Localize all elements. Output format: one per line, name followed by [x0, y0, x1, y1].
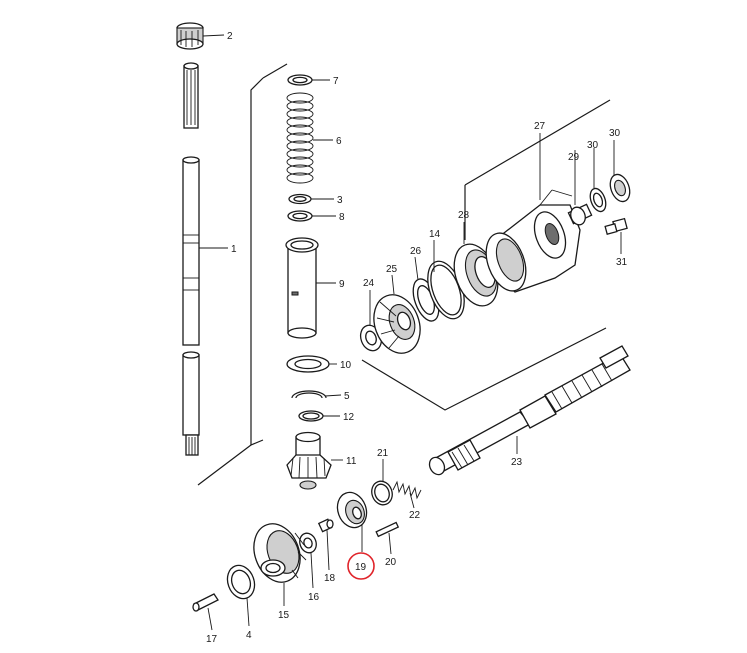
callout-21: 21 — [377, 448, 389, 459]
callout-30-left: 30 — [587, 140, 599, 151]
pinion-gear-part-11 — [286, 431, 332, 490]
callout-28: 28 — [458, 210, 470, 221]
propeller-shaft-part-23 — [428, 345, 631, 476]
needle-bearing-part-2 — [176, 22, 204, 50]
key-part-17 — [192, 593, 219, 612]
assembly-bracket-left — [197, 63, 288, 486]
callout-14: 14 — [429, 229, 441, 240]
callout-22: 22 — [409, 510, 421, 521]
pin-part-20 — [375, 521, 400, 538]
callout-11: 11 — [346, 456, 357, 467]
callout-25: 25 — [386, 264, 398, 275]
callout-15: 15 — [278, 610, 290, 621]
callout-2: 2 — [227, 31, 233, 42]
washer-part-16 — [299, 532, 317, 554]
assembly-bracket-right — [361, 99, 611, 411]
oil-seal-part-30a — [589, 187, 607, 213]
plate-part-10 — [286, 355, 330, 373]
callout-9: 9 — [339, 279, 345, 290]
clip-part-5 — [291, 390, 327, 399]
washer-part-7 — [287, 74, 313, 86]
bevel-gear-part-25 — [373, 294, 421, 354]
callout-7: 7 — [333, 76, 339, 87]
callout-17: 17 — [206, 634, 218, 645]
callout-10: 10 — [340, 360, 352, 371]
callout-19: 19 — [355, 562, 367, 573]
callout-16: 16 — [308, 592, 320, 603]
callout-26: 26 — [410, 246, 422, 257]
callout-27: 27 — [534, 121, 546, 132]
drive-shaft-group — [176, 22, 204, 456]
bolt-part-31 — [604, 217, 628, 235]
callout-18: 18 — [324, 573, 336, 584]
callout-5: 5 — [344, 391, 350, 402]
callout-1: 1 — [231, 244, 237, 255]
oil-seal-part-30b — [609, 173, 631, 203]
callout-23: 23 — [511, 457, 523, 468]
callout-4: 4 — [246, 630, 252, 641]
bearing-housing-part-27 — [485, 189, 581, 293]
callout-24: 24 — [363, 278, 375, 289]
ring-part-21 — [371, 480, 393, 506]
ring-part-12 — [298, 410, 324, 422]
washer-part-3 — [288, 193, 312, 205]
shim-part-4 — [226, 564, 256, 600]
seal-part-29 — [567, 203, 593, 226]
callout-20: 20 — [385, 557, 397, 568]
drive-shaft-part-1 — [182, 62, 200, 456]
spring-part-6 — [286, 92, 314, 184]
washer-part-8 — [287, 210, 313, 222]
callout-30-right: 30 — [609, 128, 621, 139]
callout-labels: 2 7 6 3 8 1 9 10 5 12 11 27 29 30 30 28 … — [206, 31, 628, 645]
pin-part-18 — [317, 518, 334, 533]
highlight-circle-19 — [347, 552, 375, 580]
callout-12: 12 — [343, 412, 355, 423]
clutch-dog-part-19 — [336, 491, 368, 529]
callout-8: 8 — [339, 212, 345, 223]
callout-31: 31 — [616, 257, 628, 268]
callout-29: 29 — [568, 152, 580, 163]
sleeve-part-9 — [285, 237, 319, 339]
callout-6: 6 — [336, 136, 342, 147]
callout-3: 3 — [337, 195, 343, 206]
spring-part-22 — [392, 480, 422, 500]
leader-lines — [199, 34, 622, 631]
bevel-gear-part-15 — [253, 523, 307, 583]
